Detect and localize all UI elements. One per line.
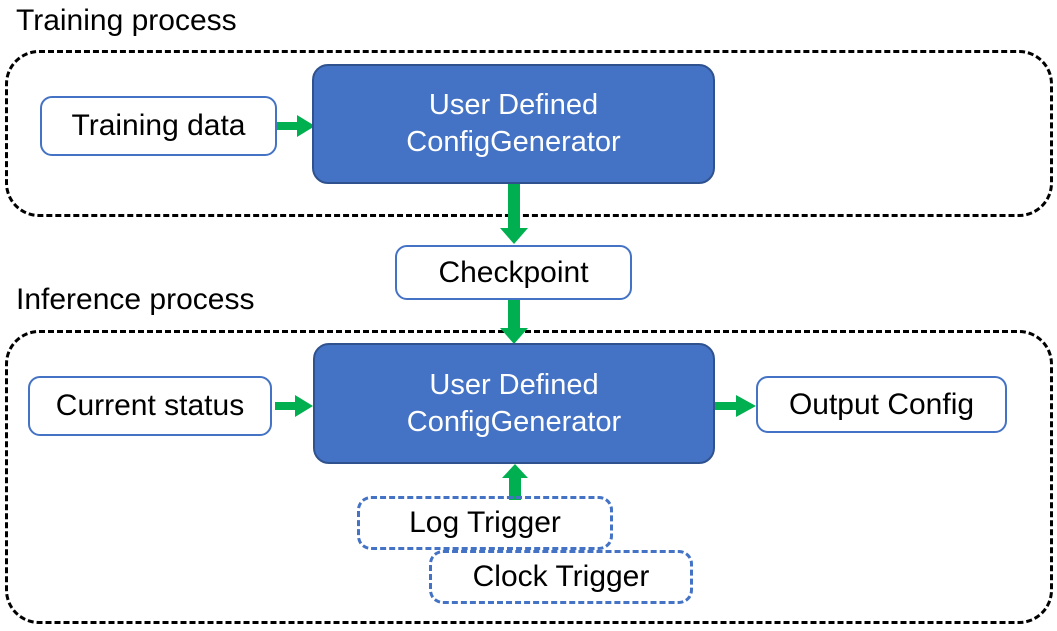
training-process-label: Training process — [16, 4, 237, 37]
current-status-label: Current status — [55, 389, 245, 422]
clock-trigger-node[interactable]: Clock Trigger — [429, 550, 693, 604]
inference-process-group — [5, 330, 1053, 624]
inference-config-generator-node[interactable]: User Defined ConfigGenerator — [313, 343, 715, 464]
log-trigger-node[interactable]: Log Trigger — [357, 496, 613, 550]
inference-generator-line2: ConfigGenerator — [406, 405, 622, 438]
current-status-node[interactable]: Current status — [28, 376, 272, 436]
inference-process-label: Inference process — [16, 283, 255, 316]
training-data-node[interactable]: Training data — [40, 96, 277, 156]
training-config-generator-node[interactable]: User Defined ConfigGenerator — [312, 64, 715, 184]
output-config-node[interactable]: Output Config — [756, 376, 1007, 433]
output-config-label: Output Config — [788, 387, 975, 421]
training-generator-line2: ConfigGenerator — [406, 126, 621, 158]
inference-generator-line1: User Defined — [429, 368, 599, 401]
training-data-label: Training data — [71, 109, 246, 142]
training-process-group — [5, 50, 1053, 217]
log-trigger-label: Log Trigger — [409, 506, 561, 539]
training-generator-line1: User Defined — [428, 89, 599, 121]
clock-trigger-label: Clock Trigger — [472, 560, 650, 593]
checkpoint-node[interactable]: Checkpoint — [395, 245, 632, 300]
checkpoint-label: Checkpoint — [438, 255, 589, 289]
